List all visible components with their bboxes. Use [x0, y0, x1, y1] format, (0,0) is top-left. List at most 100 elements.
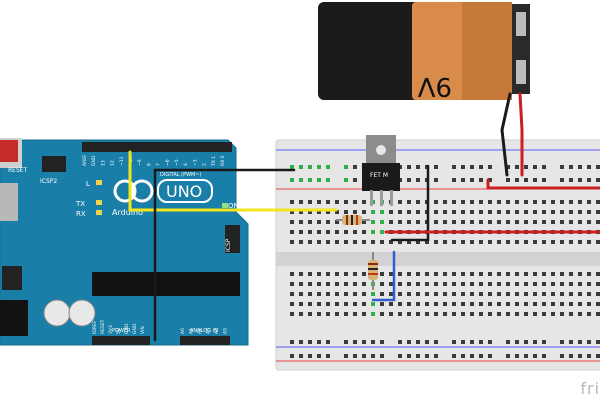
breadboard-hole: [479, 200, 483, 204]
breadboard-hole: [344, 210, 348, 214]
breadboard-hole: [371, 210, 375, 214]
pin-label: RESET: [100, 319, 106, 334]
breadboard-hole: [380, 302, 384, 306]
breadboard-hole: [533, 165, 537, 169]
breadboard-hole: [542, 165, 546, 169]
breadboard-hole: [488, 200, 492, 204]
breadboard-hole: [542, 282, 546, 286]
breadboard-hole: [452, 312, 456, 316]
breadboard-hole: [470, 200, 474, 204]
breadboard-hole: [299, 282, 303, 286]
breadboard-hole: [335, 210, 339, 214]
breadboard-hole: [389, 210, 393, 214]
breadboard-hole: [452, 165, 456, 169]
breadboard-hole: [569, 340, 573, 344]
breadboard-hole: [317, 230, 321, 234]
breadboard-hole: [596, 178, 600, 182]
breadboard-hole: [479, 210, 483, 214]
breadboard-hole: [335, 272, 339, 276]
breadboard-hole: [515, 165, 519, 169]
breadboard-hole: [434, 292, 438, 296]
breadboard-hole: [587, 272, 591, 276]
breadboard-hole: [470, 272, 474, 276]
breadboard-hole: [308, 210, 312, 214]
breadboard-hole: [353, 200, 357, 204]
breadboard-hole: [416, 340, 420, 344]
breadboard-hole: [506, 292, 510, 296]
breadboard-hole: [416, 354, 420, 358]
breadboard-hole: [362, 302, 366, 306]
breadboard-hole: [326, 210, 330, 214]
breadboard-hole: [533, 302, 537, 306]
breadboard-hole: [587, 340, 591, 344]
capacitor-2: [68, 299, 96, 327]
icsp-header: [225, 225, 240, 253]
breadboard-hole: [416, 292, 420, 296]
breadboard-hole: [299, 354, 303, 358]
breadboard-hole: [317, 292, 321, 296]
breadboard-hole: [461, 340, 465, 344]
breadboard-hole: [551, 220, 555, 224]
breadboard-hole: [290, 178, 294, 182]
breadboard-hole: [488, 220, 492, 224]
breadboard-hole: [434, 302, 438, 306]
breadboard-hole: [488, 340, 492, 344]
breadboard-hole: [407, 165, 411, 169]
breadboard-hole: [587, 220, 591, 224]
breadboard-hole: [497, 210, 501, 214]
breadboard-hole: [443, 272, 447, 276]
breadboard-hole: [569, 302, 573, 306]
breadboard-hole: [452, 240, 456, 244]
breadboard-hole: [470, 312, 474, 316]
breadboard-hole: [479, 272, 483, 276]
breadboard-hole: [326, 230, 330, 234]
breadboard-hole: [326, 292, 330, 296]
breadboard-hole: [596, 312, 600, 316]
breadboard-hole: [290, 220, 294, 224]
breadboard-hole: [371, 292, 375, 296]
breadboard-hole: [380, 220, 384, 224]
breadboard-hole: [452, 220, 456, 224]
breadboard-hole: [416, 302, 420, 306]
breadboard-hole: [434, 272, 438, 276]
breadboard-hole: [587, 292, 591, 296]
pin-label: GND: [124, 323, 130, 334]
wire-yellow: [128, 150, 338, 212]
breadboard-hole: [344, 282, 348, 286]
pin-label: ~6: [165, 159, 171, 166]
breadboard-hole: [587, 354, 591, 358]
breadboard-hole: [524, 178, 528, 182]
breadboard-hole: [470, 165, 474, 169]
pin-label: RX 0: [220, 155, 226, 166]
breadboard-hole: [560, 312, 564, 316]
breadboard-hole: [479, 292, 483, 296]
breadboard-hole: [317, 200, 321, 204]
breadboard-hole: [560, 165, 564, 169]
power-jack: [0, 300, 28, 336]
breadboard-hole: [560, 220, 564, 224]
pin-label: IOREF: [92, 320, 98, 334]
power-header: [92, 336, 150, 345]
breadboard-hole: [434, 354, 438, 358]
breadboard-hole: [308, 292, 312, 296]
watermark: fri: [580, 379, 600, 398]
breadboard-hole: [326, 165, 330, 169]
breadboard-hole: [299, 340, 303, 344]
breadboard-hole: [407, 312, 411, 316]
breadboard-hole: [506, 240, 510, 244]
breadboard-hole: [389, 312, 393, 316]
breadboard-hole: [299, 200, 303, 204]
breadboard-hole: [371, 230, 375, 234]
breadboard-hole: [470, 210, 474, 214]
breadboard-hole: [380, 292, 384, 296]
breadboard-hole: [578, 240, 582, 244]
breadboard-hole: [335, 230, 339, 234]
wires: [128, 92, 600, 342]
breadboard-hole: [542, 312, 546, 316]
breadboard-hole: [425, 312, 429, 316]
breadboard-holes: [290, 165, 600, 358]
breadboard-hole: [488, 282, 492, 286]
breadboard-hole: [407, 200, 411, 204]
